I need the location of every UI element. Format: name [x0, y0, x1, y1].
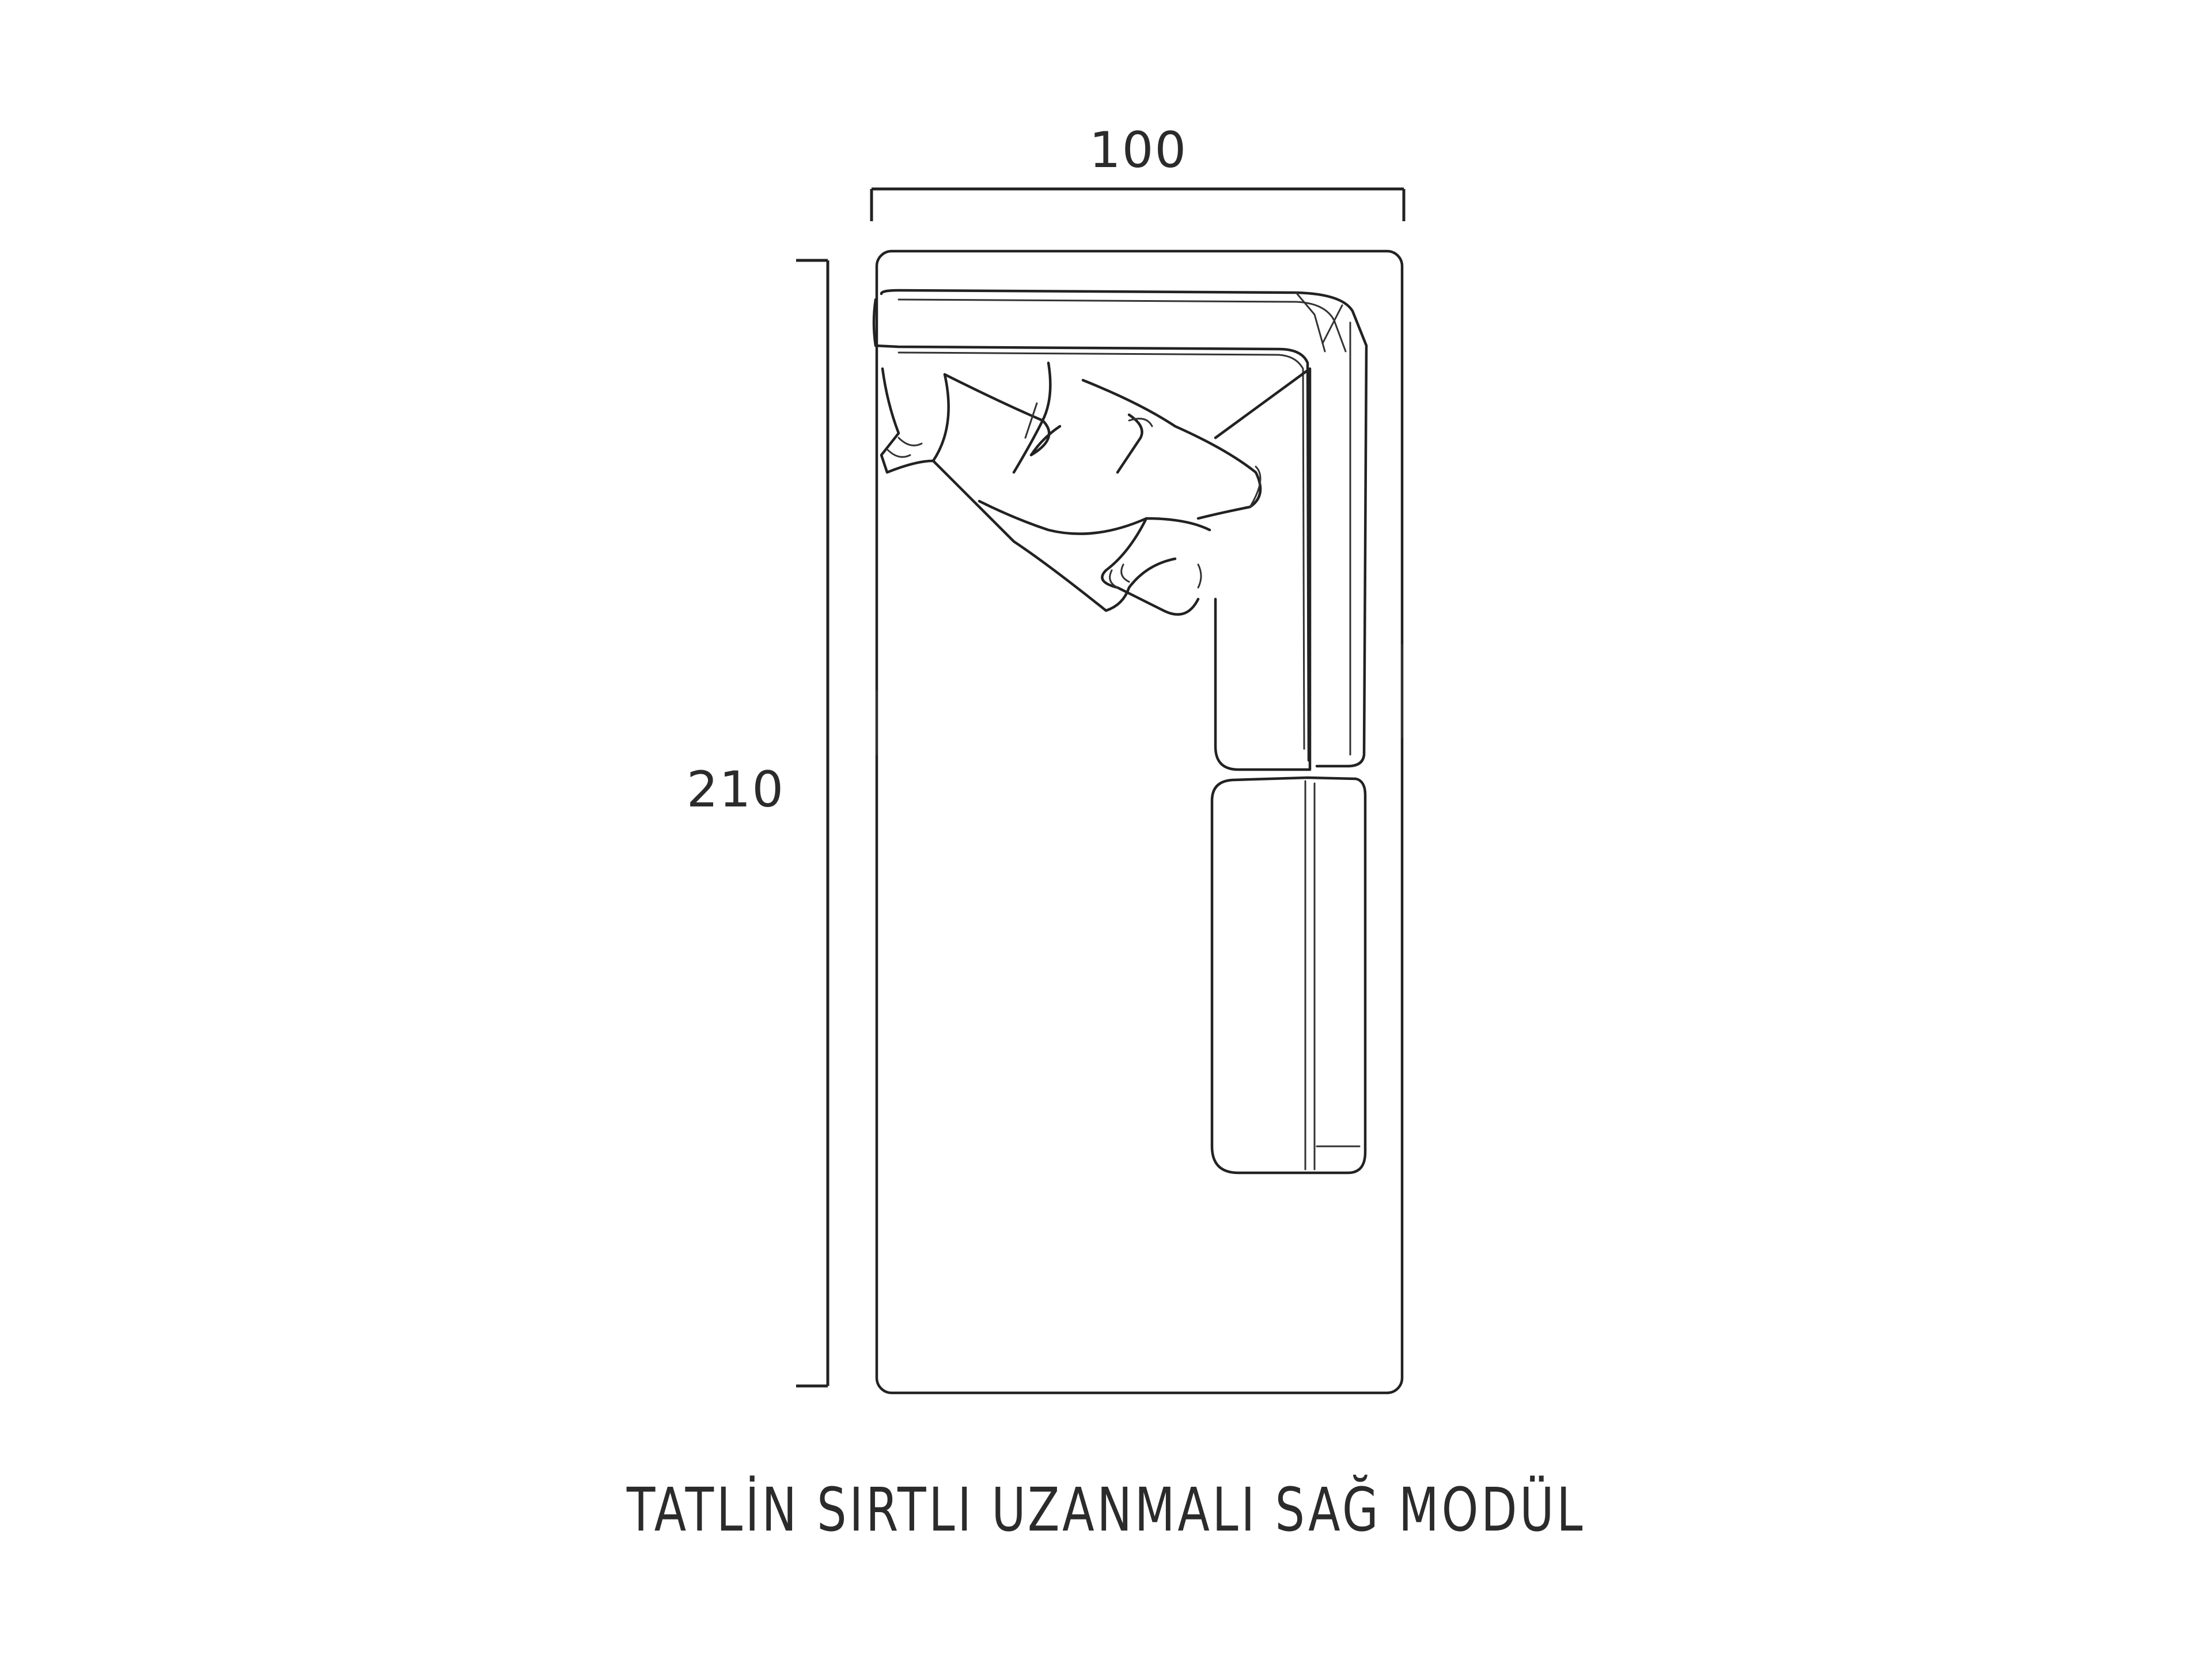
- pillow-top-edge: [943, 373, 1062, 457]
- pillow-tassel-bottom: [1109, 563, 1130, 589]
- pillow-button-right: [1128, 418, 1153, 427]
- pillow-left-edge: [880, 367, 1177, 612]
- product-title: TATLİN SIRTLI UZANMALI SAĞ MODÜL: [626, 1475, 1586, 1545]
- backrest-corner-crease: [1321, 304, 1343, 344]
- pillow-right-edge: [1081, 378, 1262, 520]
- side-cushion-lower-outline: [1210, 776, 1367, 1175]
- width-dimension-label: 100: [1089, 122, 1187, 179]
- backrest-outer: [880, 289, 1368, 768]
- pillow-right-crease: [1116, 413, 1143, 474]
- side-cushion-upper: [1214, 367, 1312, 771]
- backrest-seat-edge: [872, 298, 1310, 762]
- pillow-middle-crease: [1012, 361, 1052, 474]
- backrest: [872, 289, 1368, 768]
- depth-dimension-label: 210: [687, 761, 785, 819]
- throw-pillows: [880, 361, 1262, 616]
- backrest-seat-inner: [897, 351, 1305, 750]
- pillow-corner-right: [1249, 465, 1262, 508]
- pillow-bottom-edge: [978, 499, 1211, 535]
- module-outline: [875, 249, 1404, 1395]
- pillow-tassel-left: [886, 437, 923, 458]
- pillow-back-edge: [1101, 517, 1200, 616]
- width-dimension: 100: [870, 122, 1406, 221]
- pillow-front-fold: [931, 373, 950, 463]
- backrest-inner-line: [897, 298, 1347, 353]
- depth-dimension: 210: [687, 259, 830, 1388]
- pillow-tassel-right: [1197, 563, 1202, 589]
- side-cushion-lower: [1210, 776, 1367, 1175]
- backrest-corner-fold: [1295, 291, 1326, 353]
- pillow-button-middle: [1024, 402, 1038, 439]
